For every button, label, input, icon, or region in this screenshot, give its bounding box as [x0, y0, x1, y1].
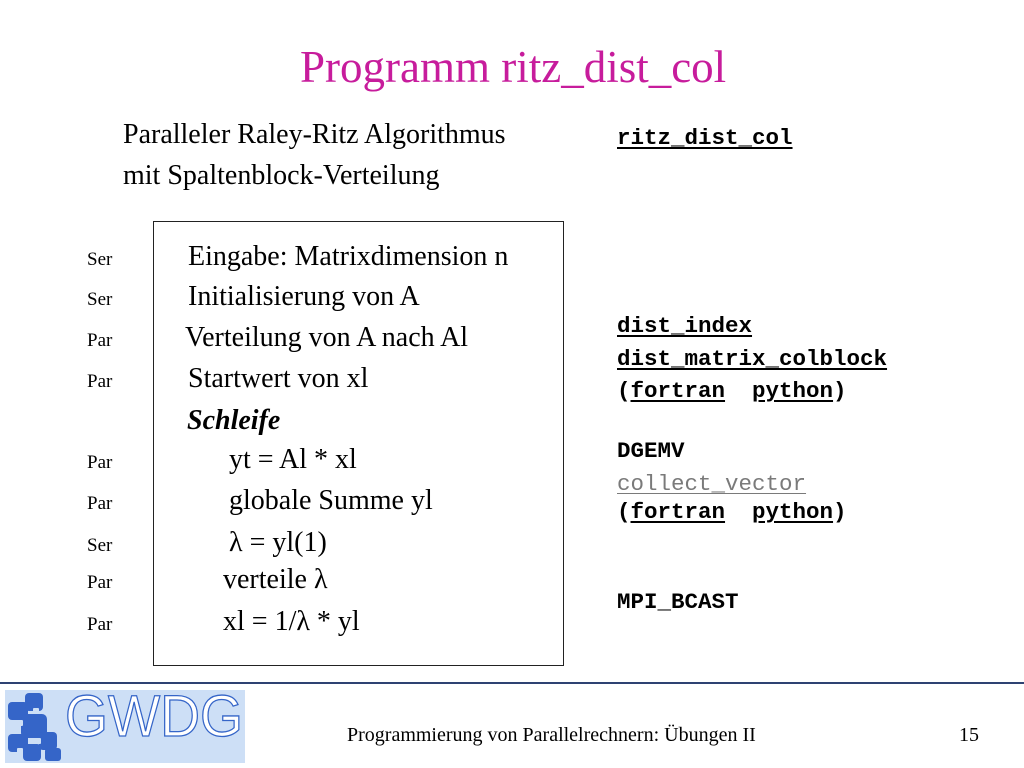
- logo-puzzle-mark: [8, 693, 61, 761]
- subtitle-line-2: mit Spaltenblock-Verteilung: [123, 160, 440, 191]
- execution-mode-label: Ser: [87, 535, 113, 556]
- footer-course-title: Programmierung von Parallelrechnern: Übu…: [347, 724, 756, 746]
- algorithm-step: Ser Eingabe: Matrixdimension n: [87, 243, 508, 271]
- algorithm-step-text: Startwert von xl: [188, 363, 369, 394]
- dist-index-link[interactable]: dist_index: [617, 313, 753, 339]
- fortran-link[interactable]: fortran: [630, 378, 726, 404]
- dist-matrix-colblock-link[interactable]: dist_matrix_colblock: [617, 346, 888, 372]
- open-paren: (: [617, 499, 631, 525]
- close-paren: ): [833, 378, 847, 404]
- dist-language-variants: (fortran python): [617, 380, 847, 403]
- collect-language-variants: (fortran python): [617, 501, 847, 524]
- close-paren: ): [833, 499, 847, 525]
- loop-step: Ser λ = yl(1): [87, 529, 327, 557]
- ritz-dist-col-link[interactable]: ritz_dist_col: [617, 125, 793, 151]
- collect-vector-link[interactable]: collect_vector: [617, 471, 807, 497]
- loop-step-text: xl = 1/λ * yl: [223, 606, 360, 637]
- footer-divider: [0, 682, 1024, 684]
- algorithm-box: [153, 221, 564, 666]
- loop-label: Schleife: [187, 405, 281, 436]
- loop-step-text: globale Summe yl: [229, 485, 433, 516]
- loop-step-text: λ = yl(1): [229, 527, 327, 558]
- loop-step-text: verteile λ: [223, 564, 328, 595]
- logo-wordmark: GWDG: [65, 690, 243, 749]
- fortran-link[interactable]: fortran: [630, 499, 726, 525]
- loop-step: Par xl = 1/λ * yl: [87, 608, 360, 636]
- logo-graphic: GWDG: [5, 690, 245, 763]
- dgemv-routine: DGEMV: [617, 438, 685, 464]
- algorithm-step-text: Initialisierung von A: [188, 281, 420, 312]
- python-link[interactable]: python: [752, 499, 834, 525]
- loop-step-text: yt = Al * xl: [229, 444, 357, 475]
- page-number: 15: [959, 724, 979, 746]
- algorithm-step-text: Verteilung von A nach Al: [185, 322, 469, 353]
- loop-header: Schleife: [87, 407, 280, 435]
- logo-puzzle-notches: [17, 708, 41, 753]
- execution-mode-label: Par: [87, 371, 113, 392]
- execution-mode-label: Ser: [87, 249, 113, 270]
- python-link[interactable]: python: [752, 378, 834, 404]
- execution-mode-label: Par: [87, 572, 113, 593]
- execution-mode-label: Ser: [87, 289, 113, 310]
- execution-mode-label: Par: [87, 330, 113, 351]
- execution-mode-label: Par: [87, 614, 113, 635]
- subtitle-line-1: Paralleler Raley-Ritz Algorithmus: [123, 119, 506, 150]
- slide-title: Programm ritz_dist_col: [300, 42, 727, 92]
- mpi-bcast-routine: MPI_BCAST: [617, 589, 739, 615]
- loop-step: Par yt = Al * xl: [87, 446, 357, 474]
- algorithm-step: Par Verteilung von A nach Al: [87, 324, 468, 352]
- open-paren: (: [617, 378, 631, 404]
- gwdg-logo: GWDG: [5, 690, 245, 763]
- execution-mode-label: Par: [87, 493, 113, 514]
- algorithm-step: Par Startwert von xl: [87, 365, 368, 393]
- loop-step: Par verteile λ: [87, 566, 328, 594]
- algorithm-step: Ser Initialisierung von A: [87, 283, 420, 311]
- execution-mode-label: Par: [87, 452, 113, 473]
- loop-step: Par globale Summe yl: [87, 487, 433, 515]
- algorithm-step-text: Eingabe: Matrixdimension n: [188, 241, 509, 272]
